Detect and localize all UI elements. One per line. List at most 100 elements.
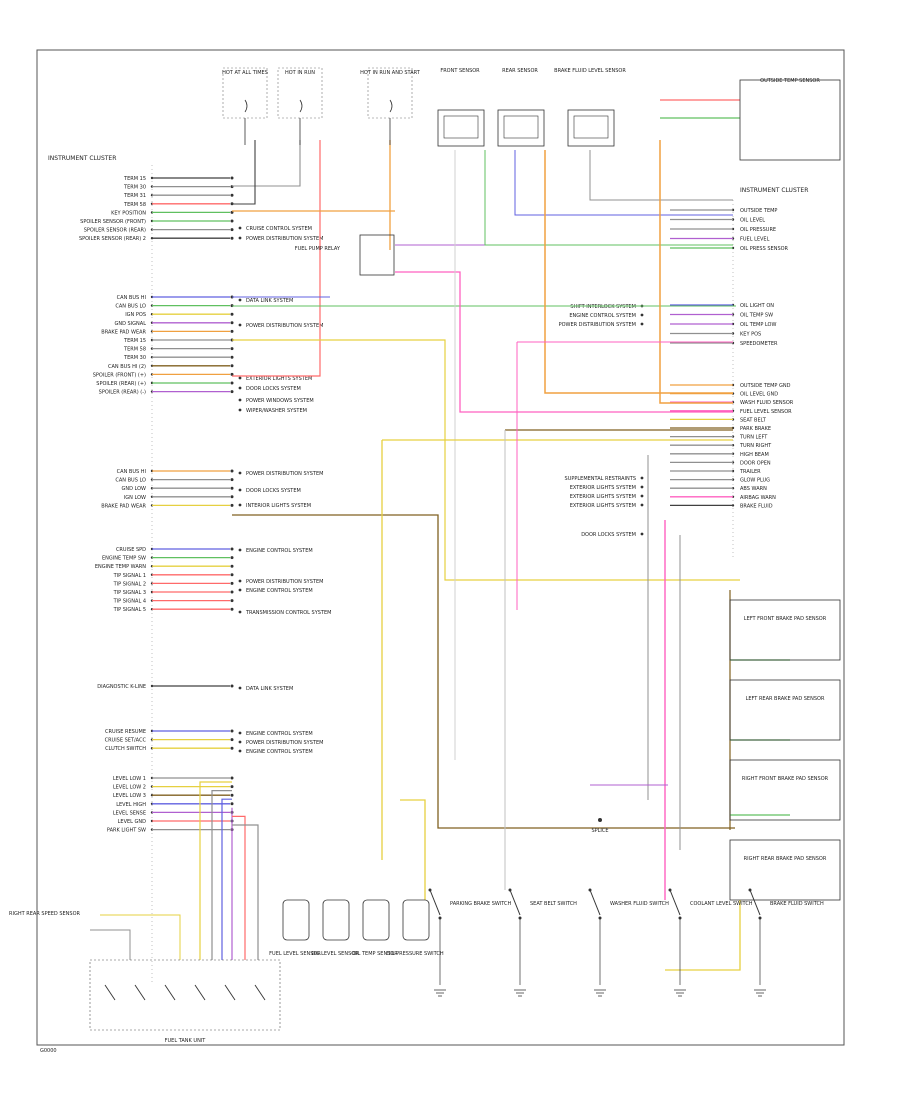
pin-c-label: BRAKE PAD WEAR: [101, 503, 146, 509]
wire-bottom: [221, 798, 232, 960]
system-connector: [238, 386, 242, 390]
module-inner: [573, 115, 609, 139]
system-connector: [238, 226, 242, 230]
bottom-sensor-label: OIL TEMP SENSOR: [352, 951, 398, 957]
switch-symbol: [509, 889, 521, 916]
pin-g-label: LEVEL LOW 3: [113, 793, 146, 799]
system-connector: [238, 740, 242, 744]
system-connector: [238, 686, 242, 690]
system-connector: [640, 485, 644, 489]
pin-b-label: BRAKE PAD WEAR: [101, 329, 146, 335]
system-connector: [238, 749, 242, 753]
pin-f-wire-end: [230, 738, 234, 742]
system-connector: [640, 322, 644, 326]
rpin-c-label: TRAILER: [739, 469, 761, 475]
bottom-sensor-box: [322, 899, 350, 941]
system-connector: [238, 471, 242, 475]
system-label: DATA LINK SYSTEM: [246, 298, 293, 304]
pin-d-wire-end: [230, 573, 234, 577]
pin-g-label: PARK LIGHT SW: [107, 828, 146, 834]
pin-a-wire-end: [230, 236, 234, 240]
pin-d-wire-end: [230, 564, 234, 568]
system-connector: [238, 376, 242, 380]
wire-orange: [659, 140, 733, 404]
switch-label: PARKING BRAKE SWITCH: [450, 901, 512, 907]
rpin-a-label: OUTSIDE TEMP: [740, 208, 777, 214]
pin-a-label: TERM 15: [123, 176, 146, 182]
fuse-symbol: [299, 99, 303, 113]
fuse-symbol: [389, 99, 393, 113]
rpin-c-label: OUTSIDE TEMP GND: [740, 383, 791, 389]
pin-d-label: ENGINE TEMP WARN: [95, 564, 146, 570]
system-connector: [238, 398, 242, 402]
module-inner: [503, 115, 539, 139]
rpin-c-label: TURN LEFT: [739, 435, 768, 441]
rpin-a-label: FUEL LEVEL: [740, 237, 770, 243]
pin-f-wire-end: [230, 729, 234, 733]
pin-g-label: LEVEL LOW 2: [113, 785, 146, 791]
rpin-c-label: FUEL LEVEL SENSOR: [740, 409, 792, 415]
system-connector: [238, 488, 242, 492]
bottom-sensor-label: OIL PRESSURE SWITCH: [386, 951, 444, 957]
fuse-label: HOT IN RUN AND START: [360, 70, 421, 76]
system-label: POWER DISTRIBUTION SYSTEM: [246, 740, 323, 746]
wire-gray: [589, 150, 733, 201]
pin-d-label: TIP SIGNAL 2: [113, 581, 146, 587]
pin-b-wire-end: [230, 364, 234, 368]
pin-b-label: TERM 58: [123, 347, 146, 353]
pin-b-label: CAN BUS HI (2): [108, 364, 146, 370]
pin-a-wire-end: [230, 193, 234, 197]
switch-label: BRAKE FLUID SWITCH: [770, 901, 824, 907]
system-connector: [238, 610, 242, 614]
fuel-tank-label: FUEL TANK UNIT: [165, 1038, 207, 1044]
system-connector: [238, 588, 242, 592]
pin-d-wire-end: [230, 590, 234, 594]
pin-b-label: CAN BUS HI: [117, 295, 146, 301]
rear-sensor-label: RIGHT REAR SPEED SENSOR: [9, 911, 80, 917]
pin-d-label: ENGINE TEMP SW: [102, 556, 146, 562]
wires: [90, 99, 790, 971]
rpin-b-label: SPEEDOMETER: [740, 341, 778, 347]
wire-gray: [232, 140, 301, 187]
pin-d-wire-end: [230, 607, 234, 611]
pin-a-wire-end: [230, 176, 234, 180]
system-label: ENGINE CONTROL SYSTEM: [246, 749, 313, 755]
wire-bottom: [232, 815, 246, 960]
pin-g-wire-end: [230, 793, 234, 797]
fuse-symbol: [244, 99, 248, 113]
switch-label: COOLANT LEVEL SWITCH: [690, 901, 753, 907]
system-connector: [238, 323, 242, 327]
system-connector: [238, 731, 242, 735]
bank-switch: [104, 984, 116, 1001]
rpin-c-label: ABS WARN: [740, 486, 767, 492]
bank-switch: [224, 984, 236, 1001]
switch-contact: [588, 888, 592, 892]
system-label: ENGINE CONTROL SYSTEM: [246, 548, 313, 554]
ground-symbol: [514, 989, 526, 997]
system-label: EXTERIOR LIGHTS SYSTEM: [246, 376, 312, 382]
rpin-c-label: BRAKE FLUID: [740, 503, 773, 509]
system-label: DATA LINK SYSTEM: [246, 686, 293, 692]
pin-a-label: TERM 31: [123, 193, 146, 199]
system-label: EXTERIOR LIGHTS SYSTEM: [570, 485, 636, 491]
pin-b-label: IGN POS: [125, 312, 146, 318]
pin-d-label: TIP SIGNAL 3: [113, 590, 146, 596]
system-connector: [640, 494, 644, 498]
bottom-sensor-box: [402, 899, 430, 941]
rpin-b-label: OIL TEMP LOW: [740, 322, 776, 328]
fuse-label: HOT AT ALL TIMES: [222, 70, 268, 76]
wire-bottom: [211, 790, 232, 960]
rpin-b-label: OIL TEMP SW: [740, 313, 773, 319]
wire-bottom: [199, 781, 232, 960]
rpin-c-label: TURN RIGHT: [739, 443, 772, 449]
switch-label: WASHER FLUID SWITCH: [610, 901, 669, 907]
system-label: SHIFT INTERLOCK SYSTEM: [570, 304, 636, 310]
wire-pink: [395, 271, 733, 413]
pin-f-wire-end: [230, 746, 234, 750]
bank-switch: [194, 984, 206, 1001]
ground-symbol: [594, 989, 606, 997]
pin-b-label: SPOILER (REAR) (+): [96, 381, 146, 387]
pin-c-wire-end: [230, 486, 234, 490]
